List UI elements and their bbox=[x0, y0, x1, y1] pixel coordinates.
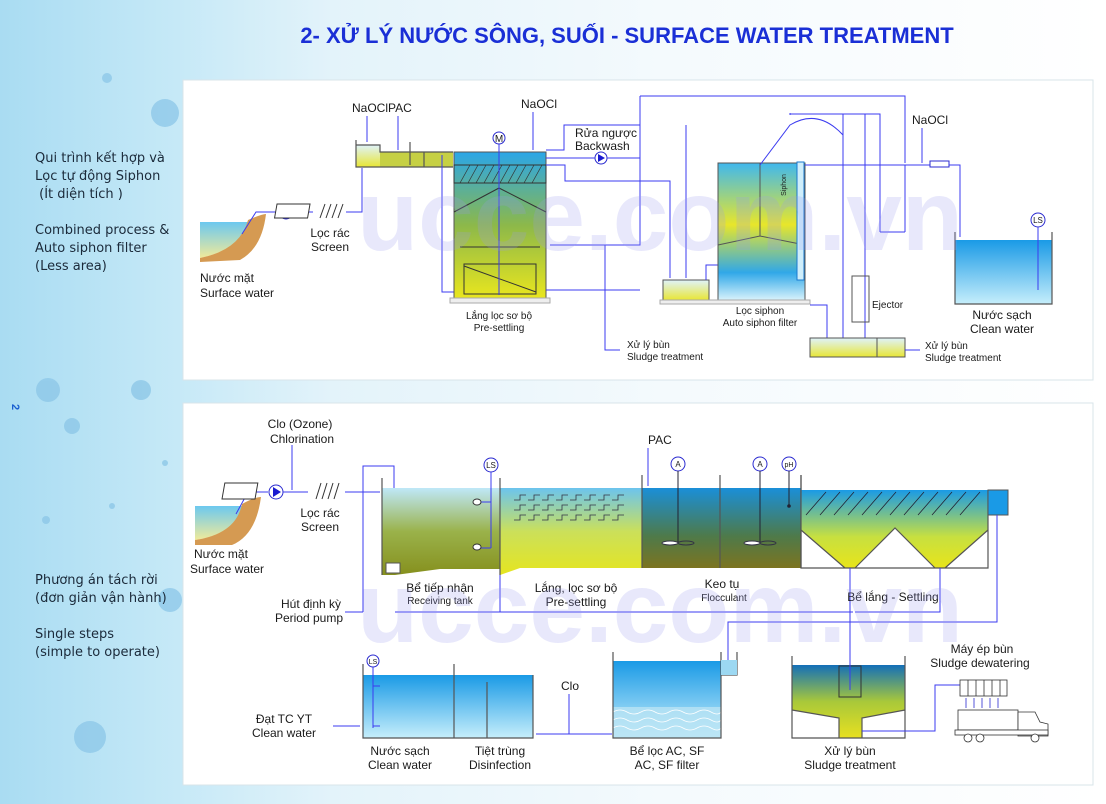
river-bank bbox=[200, 214, 266, 262]
sludge-treatment-2-vi: Xử lý bùn bbox=[925, 340, 968, 352]
sludge-truck-icon bbox=[954, 709, 1049, 743]
sludge-treatment-label-vi: Xử lý bùn bbox=[824, 744, 875, 758]
chlorination-label-vi: Clo (Ozone) bbox=[268, 417, 333, 431]
pre-settling-2-label-vi: Lắng, lọc sơ bộ bbox=[535, 580, 618, 595]
screen-2-label-en: Screen bbox=[301, 520, 339, 534]
agitator-1-label: A bbox=[675, 460, 681, 469]
process1-description-en: Combined process & Auto siphon filter (L… bbox=[35, 223, 170, 274]
auto-siphon-filter-label-vi: Lọc siphon bbox=[736, 306, 784, 317]
flocculant-label-vi: Keo tụ bbox=[705, 577, 740, 591]
filter-label-vi: Bể lọc AC, SF bbox=[630, 744, 705, 758]
siphon-label: Siphon bbox=[781, 174, 788, 196]
filter-press-icon bbox=[959, 679, 1008, 708]
naocl-label-1: NaOCl bbox=[352, 101, 388, 115]
decorative-bubbles bbox=[36, 73, 182, 753]
clean-water-tank-1 bbox=[955, 240, 1052, 304]
sludge-treatment-tank bbox=[792, 665, 905, 738]
process1-description-vi: Qui trình kết hợp và Lọc tự động Siphon … bbox=[35, 151, 165, 202]
receiving-tank-label-vi: Bể tiếp nhận bbox=[406, 581, 473, 595]
screen-label-vi: Lọc rác bbox=[310, 226, 349, 240]
flocculant-label-en: Flocculant bbox=[701, 593, 747, 604]
clean-water-label-vi: Nước sạch bbox=[972, 308, 1031, 322]
sludge-treatment-2-en: Sludge treatment bbox=[925, 353, 1001, 364]
auto-siphon-filter-tank bbox=[717, 162, 806, 301]
screen-label-en: Screen bbox=[311, 240, 349, 254]
disinfection-label-vi: Tiệt trùng bbox=[475, 744, 525, 758]
chlorination-label-en: Chlorination bbox=[270, 432, 334, 446]
flocculation-tank bbox=[642, 488, 801, 568]
screen-icon bbox=[273, 203, 344, 219]
outlet-label-en: Clean water bbox=[252, 726, 316, 740]
pre-settling-2-label-en: Pre-settling bbox=[546, 595, 607, 609]
level-switch-2-label: LS bbox=[369, 659, 378, 666]
source-2-label-vi: Nước mặt bbox=[194, 547, 249, 561]
watermark-2: ucce.com.vn bbox=[357, 552, 963, 664]
sludge-press-label-vi: Máy ép bùn bbox=[951, 642, 1014, 656]
auto-siphon-filter-label-en: Auto siphon filter bbox=[723, 318, 798, 329]
backwash-label-vi: Rửa ngược bbox=[575, 126, 637, 140]
combined-process-diagram: Lọc rác Screen Nước mặt Surface water Na… bbox=[200, 95, 1053, 364]
pre-settling-label-vi: Lắng lọc sơ bộ bbox=[466, 309, 532, 322]
receiving-tank-label-en: Receiving tank bbox=[407, 596, 474, 607]
naocl-label-2: NaOCl bbox=[521, 97, 557, 111]
process2-description-en: Single steps (simple to operate) bbox=[35, 627, 160, 660]
clean-water-2-label-en: Clean water bbox=[368, 758, 432, 772]
river-source bbox=[200, 222, 248, 258]
naocl-label-3: NaOCl bbox=[912, 113, 948, 127]
filter-label-en: AC, SF filter bbox=[635, 758, 700, 772]
sludge-treatment-1-vi: Xử lý bùn bbox=[627, 339, 670, 351]
clean-water-2-label-vi: Nước sạch bbox=[370, 744, 429, 758]
source-2-label-en: Surface water bbox=[190, 562, 264, 576]
source-label-vi: Nước mặt bbox=[200, 271, 255, 285]
ejector-label: Ejector bbox=[872, 300, 904, 311]
screen-icon-2 bbox=[221, 482, 340, 500]
ph-sensor-label: pH bbox=[785, 462, 794, 469]
disinfection-label-en: Disinfection bbox=[469, 758, 531, 772]
backwash-label-en: Backwash bbox=[575, 139, 630, 153]
pre-settling-tank bbox=[453, 151, 547, 299]
motor-label: M bbox=[495, 134, 503, 145]
watermark-1: ucce.com.vn bbox=[357, 160, 963, 272]
process2-description-vi: Phương án tách rời (đơn giản vận hành) bbox=[35, 573, 167, 606]
period-pump-label-vi: Hút định kỳ bbox=[281, 597, 341, 611]
period-pump-label-en: Period pump bbox=[275, 611, 343, 625]
sludge-press-label-en: Sludge dewatering bbox=[930, 656, 1029, 670]
pre-settling-label-en: Pre-settling bbox=[474, 323, 525, 334]
pre-settling-tank-2 bbox=[500, 488, 642, 575]
page-number: 2 bbox=[9, 404, 21, 410]
outlet-label-vi: Đạt TC YT bbox=[256, 712, 313, 726]
single-steps-diagram: Clo (Ozone) Chlorination Lọc rác Screen … bbox=[190, 417, 1049, 772]
clean-water-disinfection-tank bbox=[363, 675, 533, 738]
settling-label: Bể lắng - Settling bbox=[847, 589, 938, 604]
settling-tank bbox=[801, 490, 988, 568]
level-switch-label: LS bbox=[1033, 216, 1043, 225]
clean-water-label-en: Clean water bbox=[970, 322, 1034, 336]
page-title: 2- XỬ LÝ NƯỚC SÔNG, SUỐI - SURFACE WATER… bbox=[300, 22, 954, 48]
sludge-treatment-1-en: Sludge treatment bbox=[627, 352, 703, 363]
level-switch-1-label: LS bbox=[486, 461, 496, 470]
screen-2-label-vi: Lọc rác bbox=[300, 506, 339, 520]
pac-label: PAC bbox=[388, 101, 412, 115]
sludge-treatment-label-en: Sludge treatment bbox=[804, 758, 896, 772]
panel-combined-process bbox=[182, 79, 1094, 381]
receiving-tank bbox=[382, 488, 500, 575]
source-label-en: Surface water bbox=[200, 286, 274, 300]
pac-2-label: PAC bbox=[648, 433, 672, 447]
agitator-2-label: A bbox=[757, 460, 763, 469]
clo-label: Clo bbox=[561, 679, 579, 693]
